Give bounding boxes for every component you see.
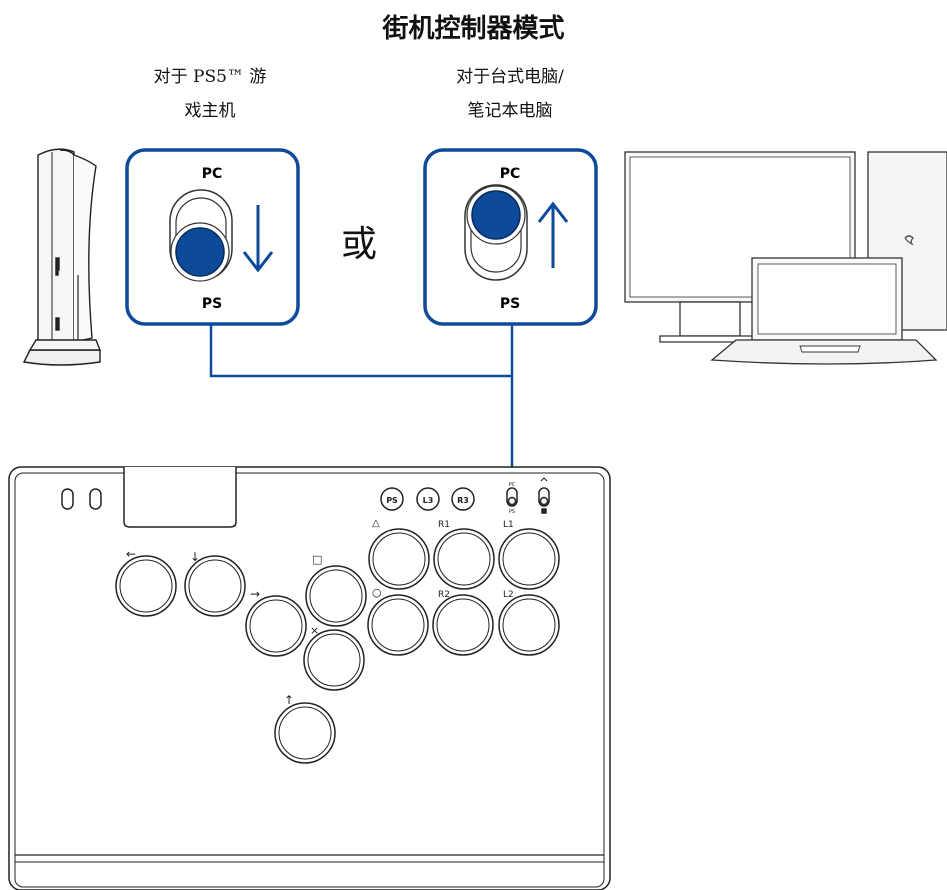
switch-right-bottom-label: PS [500, 296, 520, 312]
mini-switch-top-label: PC [509, 482, 516, 488]
l3-button-label: L3 [423, 496, 434, 505]
up-arrow-label: ↑ [284, 693, 294, 707]
mode-switch[interactable] [506, 487, 518, 507]
switch-left-top-label: PC [202, 166, 223, 182]
cross-label: × [310, 624, 319, 637]
left-arrow-label: ← [126, 547, 136, 561]
down-arrow-label: ↓ [190, 550, 200, 564]
pc-caption-line2: 笔记本电脑 [467, 101, 553, 121]
ps5-console-icon [22, 148, 102, 366]
triangle-label: △ [372, 518, 380, 529]
switch-panel-ps5: PC PS [125, 148, 300, 326]
l2-label: L2 [503, 590, 514, 600]
pc-setup-icon [624, 151, 947, 365]
ps5-caption-line2: 戏主机 [184, 101, 236, 121]
lock-switch[interactable] [538, 487, 550, 507]
pc-caption-line1: 对于台式电脑/ [456, 67, 564, 87]
r2-label: R2 [438, 590, 450, 600]
pc-caption: 对于台式电脑/ 笔记本电脑 [415, 60, 605, 128]
connector-lines [209, 324, 518, 482]
square-label: □ [312, 553, 322, 566]
left-button[interactable] [115, 555, 177, 617]
or-label: 或 [341, 224, 378, 265]
circle-label: ○ [372, 586, 382, 599]
cross-button[interactable] [303, 629, 365, 691]
r3-button-label: R3 [457, 496, 469, 505]
arrow-up-icon [537, 201, 569, 268]
switch-right-knob [471, 190, 521, 240]
page-title: 街机控制器模式 [382, 14, 565, 44]
up-button[interactable] [274, 702, 336, 764]
face-buttons [303, 528, 560, 691]
triangle-button[interactable] [368, 528, 430, 590]
ps5-caption: 对于 PS5™ 游 戏主机 [120, 60, 300, 128]
arcade-controller: PS L3 R3 PC PS ← ↓ → ↑ [8, 466, 611, 890]
l3-button[interactable] [416, 487, 440, 511]
r1-button[interactable] [433, 528, 495, 590]
r2-button[interactable] [432, 594, 494, 656]
switch-left-knob [175, 227, 225, 277]
arrow-down-icon [242, 205, 274, 273]
right-button[interactable] [245, 595, 307, 657]
ps-button[interactable] [380, 487, 404, 511]
r1-label: R1 [438, 520, 450, 530]
right-arrow-label: → [250, 587, 260, 601]
direction-buttons [115, 555, 336, 764]
switch-panel-pc: PC PS [423, 148, 598, 326]
switch-left-bottom-label: PS [202, 296, 222, 312]
ps-button-label: PS [386, 496, 398, 505]
r3-button[interactable] [451, 487, 475, 511]
circle-button[interactable] [367, 594, 429, 656]
ps5-caption-line1: 对于 PS5™ 游 [153, 67, 267, 87]
mini-switch-bottom-label: PS [509, 509, 515, 515]
switch-right-top-label: PC [500, 166, 521, 182]
l1-label: L1 [503, 520, 514, 530]
l1-button[interactable] [498, 528, 560, 590]
l2-button[interactable] [498, 594, 560, 656]
square-button[interactable] [305, 565, 367, 627]
down-button[interactable] [184, 555, 246, 617]
